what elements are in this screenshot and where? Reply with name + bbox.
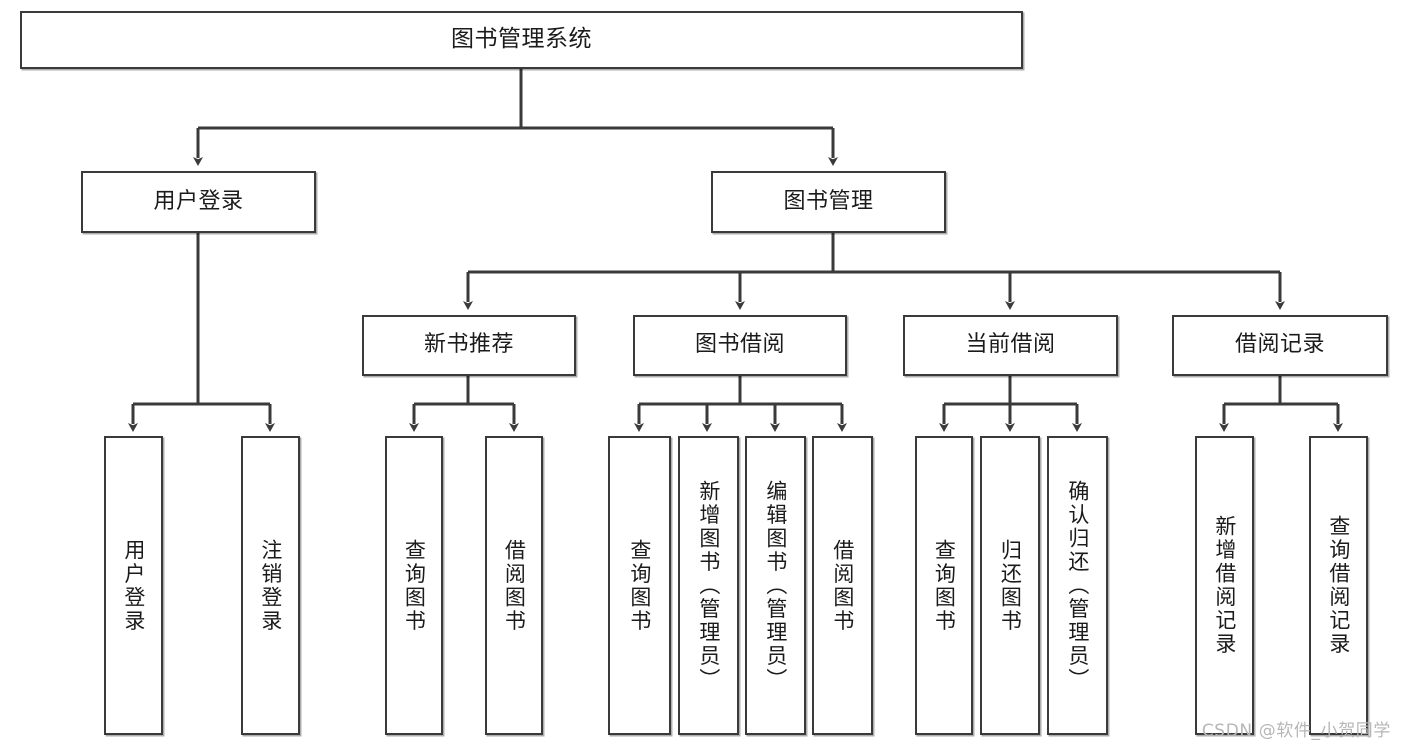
node-book-management-system[interactable]: 图书管理系统	[20, 11, 1023, 69]
node-label: 图书借阅	[694, 332, 785, 358]
node-label: 借阅记录	[1234, 332, 1325, 358]
node-borrow-record[interactable]: 借阅记录	[1172, 315, 1388, 376]
node-label: 编辑图书（管理员）	[763, 479, 788, 692]
node-label: 用户登录	[153, 188, 244, 214]
node-leaf-borrow-book[interactable]: 借阅图书	[812, 436, 873, 735]
node-label: 查询图书	[932, 538, 957, 633]
node-label: 确认归还（管理员）	[1065, 479, 1090, 692]
node-leaf-query-book-current[interactable]: 查询图书	[915, 436, 973, 735]
node-leaf-add-book[interactable]: 新增图书（管理员）	[678, 436, 739, 735]
node-label: 新增图书（管理员）	[696, 479, 721, 692]
node-label: 借阅图书	[830, 538, 855, 633]
node-label: 注销登录	[258, 538, 283, 633]
node-label: 查询图书	[402, 538, 427, 633]
node-leaf-confirm-return[interactable]: 确认归还（管理员）	[1047, 436, 1108, 735]
node-leaf-user-logout[interactable]: 注销登录	[241, 436, 300, 735]
node-label: 新书推荐	[423, 332, 514, 358]
node-current-borrow[interactable]: 当前借阅	[903, 315, 1118, 376]
node-leaf-query-book-recommend[interactable]: 查询图书	[385, 436, 443, 735]
node-book-borrow[interactable]: 图书借阅	[633, 315, 847, 376]
node-new-book-recommend[interactable]: 新书推荐	[362, 315, 576, 376]
node-user-login[interactable]: 用户登录	[81, 171, 316, 233]
node-leaf-edit-book[interactable]: 编辑图书（管理员）	[745, 436, 806, 735]
node-leaf-return-book[interactable]: 归还图书	[980, 436, 1040, 735]
node-leaf-add-record[interactable]: 新增借阅记录	[1195, 436, 1254, 735]
node-label: 查询借阅记录	[1326, 515, 1351, 656]
node-label: 归还图书	[998, 538, 1023, 633]
node-label: 新增借阅记录	[1212, 515, 1237, 656]
node-label: 图书管理系统	[451, 26, 592, 53]
node-book-manage[interactable]: 图书管理	[711, 171, 946, 233]
node-leaf-borrow-book-recommend[interactable]: 借阅图书	[485, 436, 543, 735]
node-label: 图书管理	[783, 188, 874, 214]
node-label: 用户登录	[121, 538, 146, 633]
node-label: 查询图书	[627, 538, 652, 633]
node-leaf-query-record[interactable]: 查询借阅记录	[1309, 436, 1368, 735]
node-label: 当前借阅	[965, 332, 1056, 358]
node-label: 借阅图书	[502, 538, 527, 633]
node-leaf-user-login[interactable]: 用户登录	[104, 436, 163, 735]
node-leaf-query-book-borrow[interactable]: 查询图书	[608, 436, 671, 735]
